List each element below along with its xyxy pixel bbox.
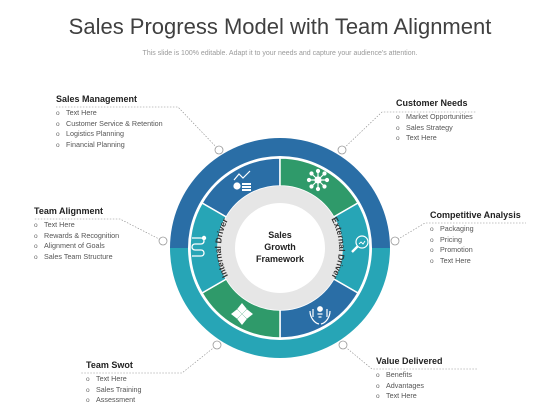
team-swot-heading: Team Swot xyxy=(86,360,133,370)
list-item: Sales Team Structure xyxy=(34,252,119,263)
dot-team-alignment xyxy=(158,236,168,246)
team-swot-block: Team Swot Text Here Sales Training Asses… xyxy=(86,360,142,406)
outer-ring-left xyxy=(170,248,390,358)
customer-needs-block: Customer Needs Market Opportunities Sale… xyxy=(396,98,473,144)
path-icon xyxy=(191,235,207,257)
connector-value-delivered xyxy=(342,344,478,370)
list-item: Text Here xyxy=(34,220,119,231)
value-delivered-block: Value Delivered Benefits Advantages Text… xyxy=(376,356,443,402)
list-item: Market Opportunities xyxy=(396,112,473,123)
list-item: Text Here xyxy=(376,391,443,402)
magnifier-icon xyxy=(351,235,369,253)
list-item: Text Here xyxy=(396,133,473,144)
list-item: Promotion xyxy=(430,245,521,256)
competitive-analysis-block: Competitive Analysis Packaging Pricing P… xyxy=(430,210,521,266)
list-item: Text Here xyxy=(86,374,142,385)
outer-ring xyxy=(170,138,390,358)
helping-hands-icon xyxy=(309,306,331,325)
page-subtitle: This slide is 100% editable. Adapt it to… xyxy=(142,50,418,57)
list-item: Benefits xyxy=(376,370,443,381)
list-item: Text Here xyxy=(430,256,521,267)
dot-customer-needs xyxy=(337,145,347,155)
customer-needs-heading: Customer Needs xyxy=(396,98,468,108)
center-circle xyxy=(235,203,325,293)
connector-team-alignment xyxy=(34,218,164,242)
list-item: Advantages xyxy=(376,381,443,392)
value-delivered-heading: Value Delivered xyxy=(376,356,443,366)
outer-ring-right xyxy=(170,138,390,248)
list-item: Pricing xyxy=(430,235,521,246)
network-icon xyxy=(306,168,330,192)
list-item: Rewards & Recognition xyxy=(34,231,119,242)
list-item: Packaging xyxy=(430,224,521,235)
puzzle-icon xyxy=(231,303,253,325)
list-item: Financial Planning xyxy=(56,140,163,151)
center-line-3: Framework xyxy=(256,254,305,264)
center-line-2: Growth xyxy=(264,242,296,252)
page-title: Sales Progress Model with Team Alignment xyxy=(68,14,492,39)
chart-coins-icon xyxy=(233,170,251,191)
dot-value-delivered xyxy=(338,340,348,350)
dot-sales-management xyxy=(214,145,224,155)
dot-competitive-analysis xyxy=(390,236,400,246)
connector-competitive-analysis xyxy=(394,222,526,242)
team-alignment-block: Team Alignment Text Here Rewards & Recog… xyxy=(34,206,119,262)
competitive-analysis-heading: Competitive Analysis xyxy=(430,210,521,220)
list-item: Assessment xyxy=(86,395,142,406)
list-item: Text Here xyxy=(56,108,163,119)
center-line-1: Sales xyxy=(268,230,292,240)
list-item: Customer Service & Retention xyxy=(56,119,163,130)
sales-management-block: Sales Management Text Here Customer Serv… xyxy=(56,94,163,150)
list-item: Sales Strategy xyxy=(396,123,473,134)
team-alignment-heading: Team Alignment xyxy=(34,206,104,216)
sales-management-heading: Sales Management xyxy=(56,94,138,104)
list-item: Logistics Planning xyxy=(56,129,163,140)
list-item: Sales Training xyxy=(86,385,142,396)
list-item: Alignment of Goals xyxy=(34,241,119,252)
dot-team-swot xyxy=(212,340,222,350)
connector-dots xyxy=(158,145,400,350)
